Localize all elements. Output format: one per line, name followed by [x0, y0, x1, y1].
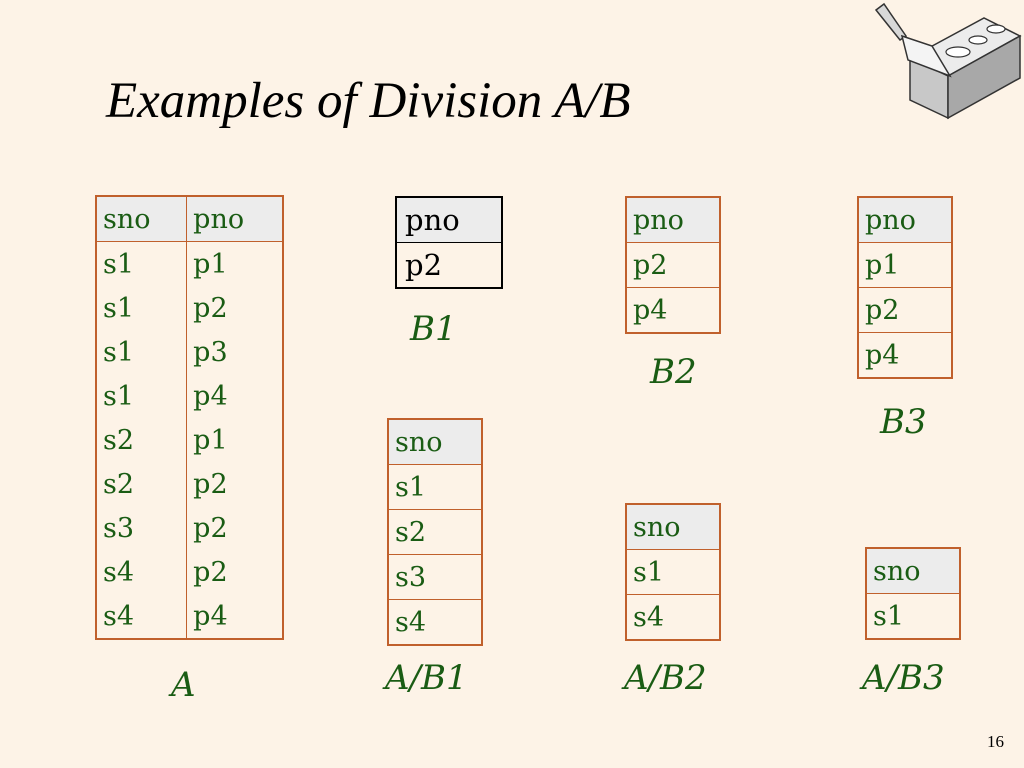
table-row: s1: [388, 464, 482, 510]
table-row: p4: [626, 287, 720, 333]
table-cell: s2: [96, 462, 188, 506]
table-row: s1: [866, 593, 960, 639]
table-row: s4: [388, 599, 482, 645]
table-cell: sno: [866, 547, 960, 594]
label-A: A: [171, 665, 196, 705]
label-B2: B2: [650, 352, 697, 392]
table-cell: s1: [96, 330, 188, 374]
label-B3: B3: [880, 402, 927, 442]
table-cell: s1: [96, 374, 188, 418]
label-A-B1: A/B1: [385, 658, 468, 698]
table-cell: s1: [388, 464, 482, 510]
table-cell: p1: [858, 242, 952, 288]
table-cell: sno: [96, 196, 188, 242]
brick-trowel-icon: [874, 2, 1022, 120]
table-cell: s2: [96, 418, 188, 462]
table-row: p2: [626, 242, 720, 288]
table-header-row: sno: [388, 418, 482, 465]
table-cell: p4: [626, 287, 720, 333]
page-number: 16: [987, 732, 1004, 751]
label-A-B2: A/B2: [624, 658, 707, 698]
table-cell: p2: [193, 556, 228, 588]
table-cell: p3: [193, 336, 228, 368]
label-B1: B1: [410, 309, 457, 349]
table-cell: p2: [626, 242, 720, 288]
table-row: p1: [858, 242, 952, 288]
table-header-row: sno: [866, 547, 960, 594]
table-cell: s4: [626, 594, 720, 640]
table-cell: pno: [186, 196, 283, 242]
table-cell: p4: [193, 380, 228, 412]
table-cell: s3: [96, 506, 188, 550]
table-row: s2: [388, 509, 482, 555]
table-cell: s1: [96, 241, 188, 286]
table-cell: s4: [96, 594, 188, 639]
table-cell: p4: [858, 332, 952, 378]
table-cell: s3: [388, 554, 482, 600]
table-header-row: pno: [858, 196, 952, 243]
table-cell: p2: [193, 468, 228, 500]
table-row: s3: [388, 554, 482, 600]
table-cell: p2: [858, 287, 952, 333]
table-cell: pno: [626, 196, 720, 243]
table-cell: s4: [388, 599, 482, 645]
label-A-B3: A/B3: [862, 658, 945, 698]
table-header-row: pno: [396, 197, 502, 243]
table-row: p2: [396, 242, 502, 288]
table-cell: p4: [193, 600, 228, 632]
table-row: s4: [626, 594, 720, 640]
table-header-row: pno: [626, 196, 720, 243]
table-header-row: sno: [626, 503, 720, 550]
table-row: p2: [858, 287, 952, 333]
table-cell: p1: [193, 248, 228, 280]
table-cell: p2: [396, 242, 502, 288]
table-row: s1: [626, 549, 720, 595]
table-cell: sno: [388, 418, 482, 465]
table-cell: p2: [193, 512, 228, 544]
table-cell: s1: [866, 593, 960, 639]
slide-title: Examples of Division A/B: [106, 73, 631, 129]
table-cell: s2: [388, 509, 482, 555]
table-cell: p1: [193, 424, 228, 456]
table-cell: pno: [396, 197, 502, 243]
table-row: p4: [858, 332, 952, 378]
table-cell: s1: [626, 549, 720, 595]
table-cell: sno: [626, 503, 720, 550]
table-cell: s4: [96, 550, 188, 594]
table-cell: s1: [96, 286, 188, 330]
table-cell: pno: [858, 196, 952, 243]
table-cell: p2: [193, 292, 228, 324]
